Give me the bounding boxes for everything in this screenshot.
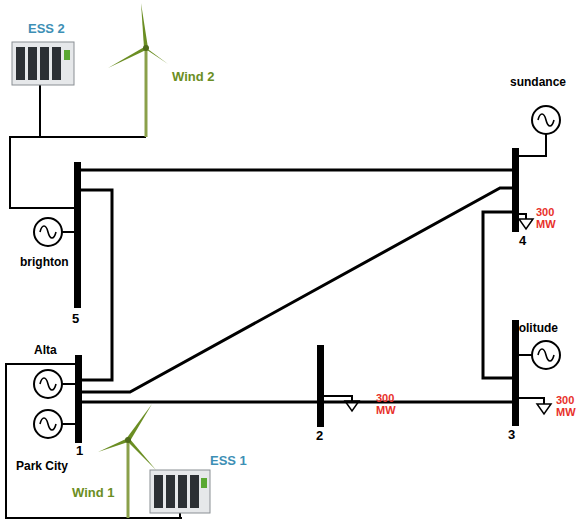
feeder-wire — [179, 513, 181, 518]
generator-symbol — [34, 218, 62, 246]
generator-tie — [62, 231, 74, 233]
bus-bar: 2 — [317, 345, 324, 427]
generator-symbol — [34, 370, 62, 398]
bus-bar: 4 — [512, 148, 519, 232]
component-label: ESS 1 — [210, 454, 247, 468]
generator-tie — [519, 134, 546, 156]
feeder-wire — [39, 85, 41, 137]
feeder-wire — [6, 364, 182, 518]
wind-turbine — [108, 3, 168, 137]
transmission-line — [324, 401, 512, 404]
wind-turbine — [98, 404, 156, 518]
bus-bar: 3 — [512, 320, 519, 426]
generator-symbol — [34, 410, 62, 438]
component-label: 300 MW — [556, 394, 584, 418]
bus-number: 4 — [519, 234, 526, 248]
transmission-line — [82, 188, 512, 392]
battery-rack — [150, 470, 210, 513]
generator-tie — [519, 354, 532, 356]
bus-number: 3 — [508, 428, 515, 442]
bus-number: 1 — [76, 444, 83, 458]
component-label: Alta — [34, 344, 57, 357]
transmission-line — [81, 169, 512, 172]
generator-symbol — [532, 341, 560, 369]
transmission-line — [81, 190, 112, 380]
generator-tie — [62, 423, 75, 425]
load-symbol — [537, 404, 551, 414]
battery-rack — [12, 42, 74, 85]
component-label: Wind 1 — [72, 486, 115, 500]
component-label: sundance — [510, 76, 566, 89]
component-label: solitude — [512, 322, 558, 335]
component-label: brighton — [20, 256, 69, 269]
component-label: Park City — [16, 460, 68, 473]
component-label: 300 MW — [376, 392, 406, 416]
component-label: Wind 2 — [172, 70, 215, 84]
generator-symbol — [532, 106, 560, 134]
component-label: 300 MW — [536, 206, 566, 230]
bus-number: 5 — [72, 312, 79, 326]
bus-bar: 5 — [74, 162, 81, 308]
bus-bar: 1 — [75, 355, 82, 443]
generator-tie — [62, 383, 75, 385]
transmission-line — [82, 401, 317, 404]
load-symbol — [519, 219, 533, 229]
transmission-line — [483, 212, 512, 378]
bus-number: 2 — [316, 429, 323, 443]
load-tie — [519, 398, 544, 404]
component-label: ESS 2 — [28, 22, 65, 36]
